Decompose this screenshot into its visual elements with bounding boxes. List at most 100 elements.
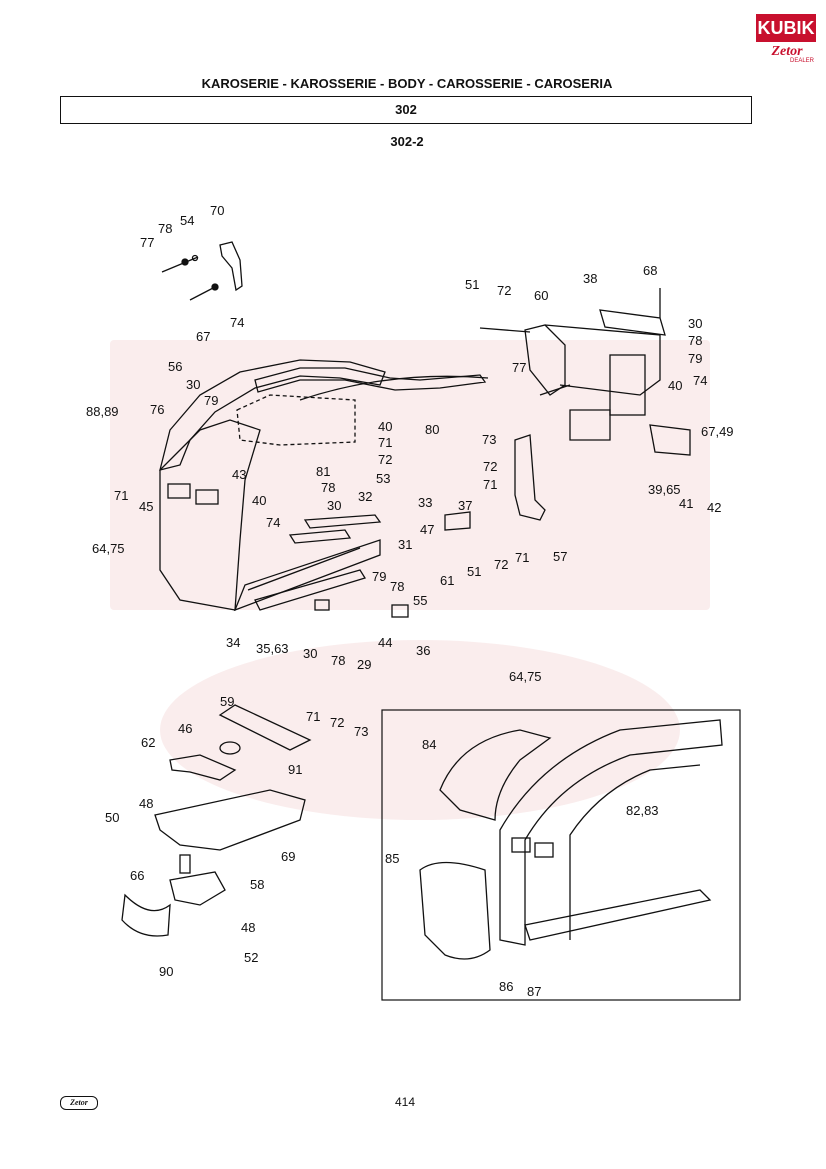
part-callout-label: 78 xyxy=(321,480,335,495)
part-callout-label: 51 xyxy=(467,564,481,579)
part-callout-label: 39,65 xyxy=(648,482,681,497)
panel-85-part xyxy=(419,861,491,960)
part-callout-label: 30 xyxy=(688,316,702,331)
part-callout-label: 88,89 xyxy=(86,404,119,419)
step-69-part xyxy=(154,789,306,851)
bracket-58-part xyxy=(169,871,226,906)
part-callout-label: 52 xyxy=(244,950,258,965)
part-callout-label: 71 xyxy=(306,709,320,724)
guard-90-part xyxy=(121,893,171,937)
part-callout-label: 50 xyxy=(105,810,119,825)
part-callout-label: 71 xyxy=(378,435,392,450)
part-callout-label: 68 xyxy=(643,263,657,278)
part-callout-label: 71 xyxy=(483,477,497,492)
part-callout-label: 78 xyxy=(390,579,404,594)
part-callout-label: 40 xyxy=(252,493,266,508)
part-callout-label: 41 xyxy=(679,496,693,511)
part-callout-label: 40 xyxy=(668,378,682,393)
logo-dealer-text: DEALER xyxy=(790,58,815,64)
subsection-number: 302-2 xyxy=(390,134,424,149)
part-callout-label: 32 xyxy=(358,489,372,504)
part-callout-label: 30 xyxy=(327,498,341,513)
part-callout-label: 82,83 xyxy=(626,803,659,818)
part-callout-label: 67 xyxy=(196,329,210,344)
rail-80-part xyxy=(299,375,489,401)
part-callout-label: 69 xyxy=(281,849,295,864)
part-callout-label: 64,75 xyxy=(509,669,542,684)
part-callout-label: 72 xyxy=(494,557,508,572)
plate-31-part xyxy=(288,529,352,544)
part-callout-label: 91 xyxy=(288,762,302,777)
logo-zetor-text: Zetor xyxy=(771,44,803,59)
part-callout-label: 54 xyxy=(180,213,194,228)
part-callout-label: 59 xyxy=(220,694,234,709)
part-callout-label: 47 xyxy=(420,522,434,537)
part-callout-label: 51 xyxy=(465,277,479,292)
part-callout-label: 78 xyxy=(158,221,172,236)
part-callout-label: 79 xyxy=(372,569,386,584)
part-callout-label: 46 xyxy=(178,721,192,736)
part-callout-label: 79 xyxy=(688,351,702,366)
part-callout-label: 30 xyxy=(303,646,317,661)
part-callout-label: 33 xyxy=(418,495,432,510)
grille-59-part xyxy=(218,704,312,751)
part-callout-label: 64,75 xyxy=(92,541,125,556)
cap-46-part xyxy=(219,741,241,755)
part-callout-label: 60 xyxy=(534,288,548,303)
part-callout-label: 44 xyxy=(378,635,392,650)
part-callout-label: 40 xyxy=(378,419,392,434)
part-callout-label: 62 xyxy=(141,735,155,750)
panel-84-part xyxy=(439,729,552,821)
part-callout-label: 73 xyxy=(354,724,368,739)
strip-34-part xyxy=(254,569,367,611)
part-callout-label: 74 xyxy=(266,515,280,530)
part-callout-label: 66 xyxy=(130,868,144,883)
part-callout-label: 77 xyxy=(140,235,154,250)
part-callout-label: 72 xyxy=(330,715,344,730)
part-callout-label: 81 xyxy=(316,464,330,479)
part-callout-label: 57 xyxy=(553,549,567,564)
part-callout-label: 78 xyxy=(331,653,345,668)
page-title: KAROSERIE - KAROSSERIE - BODY - CAROSSER… xyxy=(201,76,613,91)
part-callout-label: 72 xyxy=(497,283,511,298)
part-callout-label: 79 xyxy=(204,393,218,408)
part-callout-label: 42 xyxy=(707,500,721,515)
page-number: 414 xyxy=(394,1095,416,1109)
part-callout-label: 74 xyxy=(230,315,244,330)
part-callout-label: 45 xyxy=(139,499,153,514)
part-callout-label: 61 xyxy=(440,573,454,588)
pin-66-part xyxy=(179,854,191,874)
part-callout-label: 36 xyxy=(416,643,430,658)
part-callout-label: 84 xyxy=(422,737,436,752)
part-callout-label: 80 xyxy=(425,422,439,437)
part-callout-label: 78 xyxy=(688,333,702,348)
part-callout-label: 76 xyxy=(150,402,164,417)
bracket-57-part xyxy=(514,434,546,521)
part-callout-label: 48 xyxy=(139,796,153,811)
part-callout-label: 74 xyxy=(693,373,707,388)
plate-61-part xyxy=(444,511,471,531)
part-callout-label: 55 xyxy=(413,593,427,608)
inset-frame xyxy=(381,709,741,1001)
section-number-box: 302 xyxy=(60,96,752,124)
part-callout-label: 71 xyxy=(515,550,529,565)
part-callout-label: 43 xyxy=(232,467,246,482)
part-callout-label: 71 xyxy=(114,488,128,503)
plate-32-part xyxy=(303,514,382,529)
part-callout-label: 58 xyxy=(250,877,264,892)
part-callout-label: 77 xyxy=(512,360,526,375)
diagram-parts xyxy=(121,241,741,1001)
part-callout-label: 29 xyxy=(357,657,371,672)
part-callout-label: 35,63 xyxy=(256,641,289,656)
part-callout-label: 90 xyxy=(159,964,173,979)
part-callout-label: 72 xyxy=(483,459,497,474)
part-callout-label: 72 xyxy=(378,452,392,467)
left-fender-body-part xyxy=(159,359,487,612)
clip-35-part xyxy=(314,599,330,611)
part-callout-label: 56 xyxy=(168,359,182,374)
background-watermark xyxy=(110,340,710,820)
part-callout-label: 85 xyxy=(385,851,399,866)
part-callout-label: 30 xyxy=(186,377,200,392)
